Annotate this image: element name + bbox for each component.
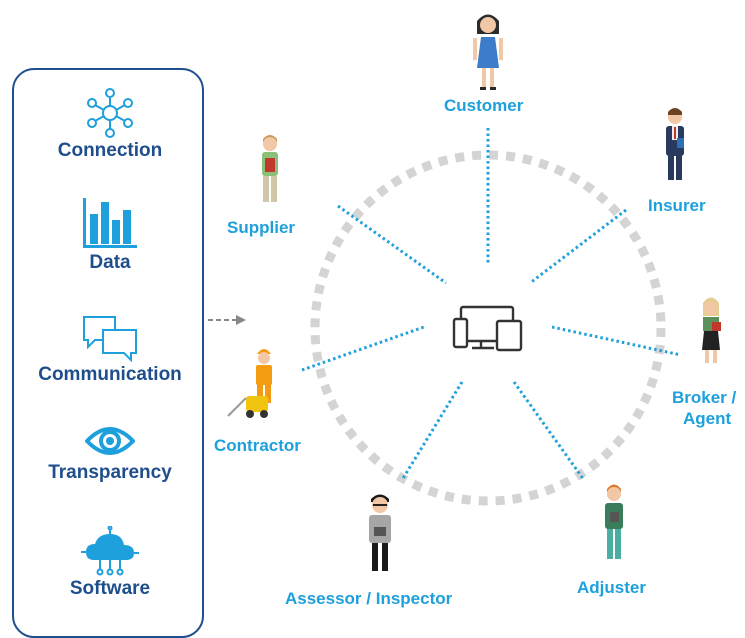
spoke-insurer [529, 208, 627, 285]
arrow-icon [208, 315, 246, 325]
spoke-supplier [337, 204, 447, 285]
pillar-communication: Communication [14, 314, 206, 386]
spoke-adjuster [512, 381, 586, 481]
spoke-assessor [400, 381, 464, 481]
role-insurer: Insurer [648, 196, 706, 215]
role-adjuster: Adjuster [577, 578, 646, 597]
role-broker: Broker / [672, 388, 737, 407]
network-icon [87, 88, 133, 138]
pillar-label: Software [69, 578, 151, 599]
assessor-figure-icon [369, 494, 391, 571]
pillar-label: Connection [57, 140, 163, 161]
spoke-contractor [301, 325, 425, 372]
contractor-figure-icon [227, 349, 272, 418]
devices-icon [452, 305, 523, 352]
capabilities-panel: Connection Data Communication Transparen… [12, 68, 204, 638]
spoke-broker [551, 325, 682, 357]
cloud-circuit-icon [81, 526, 139, 576]
eye-icon [85, 427, 135, 455]
pillar-software: Software [14, 526, 206, 600]
pillar-connection: Connection [14, 88, 206, 162]
broker-figure-icon [702, 297, 721, 363]
role-customer: Customer [444, 96, 524, 115]
bar-chart-icon [83, 198, 137, 248]
supplier-figure-icon [262, 135, 278, 202]
role-assessor: Assessor / Inspector [285, 589, 453, 608]
chat-bubbles-icon [83, 316, 137, 362]
pillar-label: Communication [38, 364, 182, 385]
customer-figure-icon [473, 14, 503, 90]
pillar-transparency: Transparency [14, 422, 206, 484]
pillar-label: Transparency [48, 462, 172, 483]
role-agent: Agent [683, 409, 732, 428]
pillar-data: Data [14, 196, 206, 274]
adjuster-figure-icon [605, 484, 623, 559]
role-supplier: Supplier [227, 218, 296, 237]
role-contractor: Contractor [214, 436, 301, 455]
pillar-label: Data [89, 252, 131, 273]
ecosystem-ring [310, 150, 666, 506]
insurer-figure-icon [666, 108, 684, 180]
